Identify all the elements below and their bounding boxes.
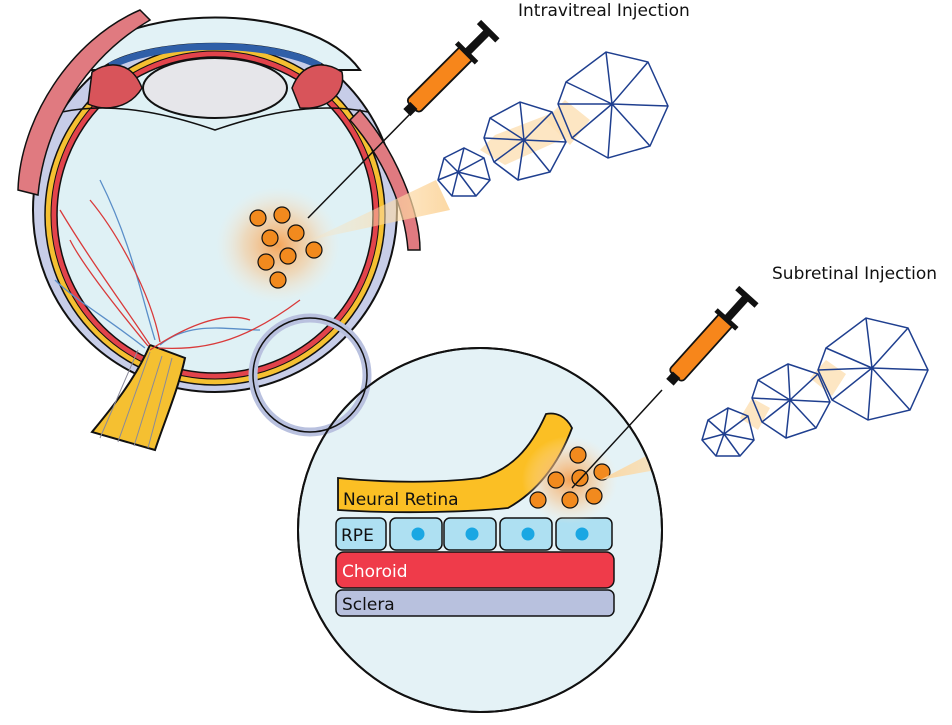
syringe-needle-1	[307, 111, 413, 219]
optic-nerve	[90, 343, 187, 452]
capsid-chain-intravitreal	[437, 51, 669, 197]
optic-nerve-fibers	[99, 349, 173, 449]
label-sclera: Sclera	[342, 595, 395, 615]
capsid-chain-subretinal	[701, 317, 929, 457]
syringe-plunger-2	[724, 294, 750, 321]
beam-intravitreal	[310, 180, 450, 240]
label-neural-retina: Neural Retina	[343, 490, 459, 510]
syringe-plunger-head-1	[476, 19, 500, 43]
syringe-plunger-1	[464, 29, 491, 55]
syringe-subretinal	[571, 285, 759, 489]
vector-particles-intravitreal	[249, 206, 323, 289]
rpe-nucleus	[575, 527, 589, 541]
capsid-large-1	[557, 51, 669, 159]
eye-zonule-line	[61, 107, 369, 131]
syringe-flange-2	[714, 308, 739, 331]
eye-cross-section	[17, 9, 450, 452]
capsid-small-2	[701, 407, 755, 457]
capsid-small-1	[437, 147, 491, 197]
layer-choroid	[335, 551, 615, 589]
capsid-link-3	[740, 398, 770, 430]
rpe-nucleus	[465, 527, 479, 541]
syringe-tip-2	[666, 371, 681, 386]
eye-outer-arc-left	[17, 9, 152, 196]
zoom-circle-outline	[297, 347, 663, 713]
capsid-large-2	[817, 317, 929, 421]
retinal-vessels	[54, 179, 301, 351]
syringe-flange-1	[454, 41, 479, 65]
label-choroid: Choroid	[342, 562, 408, 582]
zoom-content	[335, 412, 662, 617]
layer-rpe	[335, 517, 613, 551]
syringe-plunger-head-2	[735, 285, 759, 308]
ciliary-body-right	[291, 64, 344, 109]
eye-lens	[142, 57, 288, 119]
capsid-link-2	[545, 100, 590, 145]
rpe-label-cell	[335, 517, 387, 551]
eye-iris-band	[108, 43, 322, 70]
syringe-needle-2	[571, 389, 663, 489]
capsid-medium-1	[483, 101, 567, 181]
label-intravitreal: Intravitreal Injection	[518, 1, 690, 21]
label-rpe: RPE	[341, 526, 374, 546]
layer-sclera	[335, 589, 615, 617]
ciliary-body-left	[87, 64, 143, 109]
syringe-barrel-1	[406, 46, 474, 113]
rpe-nucleus	[521, 527, 535, 541]
rpe-nucleus	[411, 527, 425, 541]
syringe-intravitreal	[307, 19, 500, 219]
capsid-medium-2	[751, 363, 831, 439]
syringe-barrel-2	[669, 313, 734, 382]
vector-particles-subretinal	[529, 446, 611, 509]
layer-neural-retina	[337, 412, 573, 514]
label-subretinal: Subretinal Injection	[772, 264, 937, 284]
zoom-ring-outline	[252, 317, 368, 433]
